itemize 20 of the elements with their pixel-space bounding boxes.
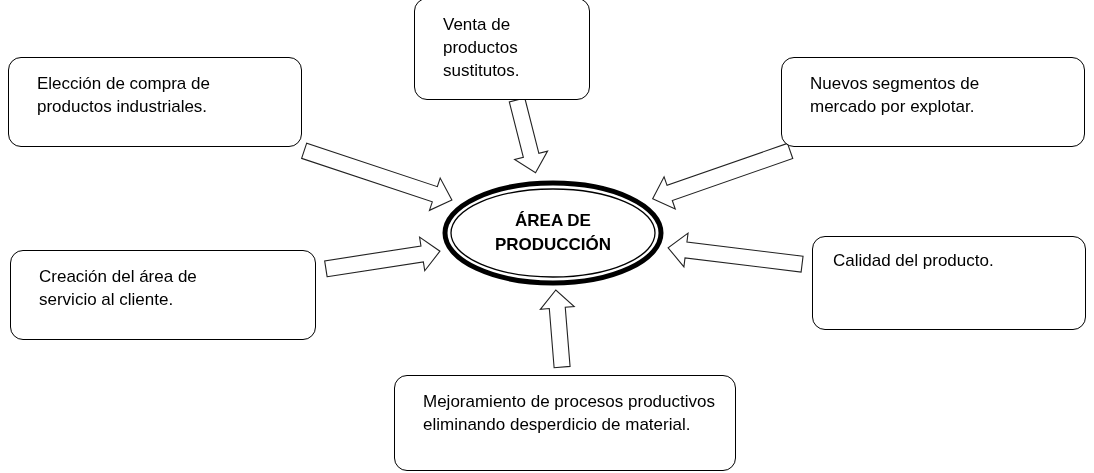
text-box (414, 0, 590, 100)
text-box (8, 57, 302, 147)
block-arrow (324, 235, 441, 278)
block-arrow (667, 231, 804, 273)
block-arrow (300, 142, 453, 212)
block-arrow (651, 142, 794, 210)
block-arrow (508, 97, 549, 174)
node-text: Elección de compra de productos industriales. (37, 73, 211, 118)
text-box (812, 236, 1086, 330)
node-text: Creación del área de servicio al cliente. (39, 266, 198, 311)
text-box (394, 375, 736, 471)
node-text: Calidad del producto. (833, 250, 995, 272)
text-box (10, 250, 316, 340)
text-box (781, 57, 1085, 147)
node-text: ÁREA DE PRODUCCIÓN (493, 210, 613, 256)
ellipse-node (442, 180, 664, 286)
node-text: Venta de productos sustitutos. (443, 14, 521, 82)
block-arrow (539, 289, 576, 369)
node-text: Nuevos segmentos de mercado por explotar. (810, 73, 981, 118)
node-text: Mejoramiento de procesos productivos eliminando desperdicio de material. (423, 391, 716, 436)
